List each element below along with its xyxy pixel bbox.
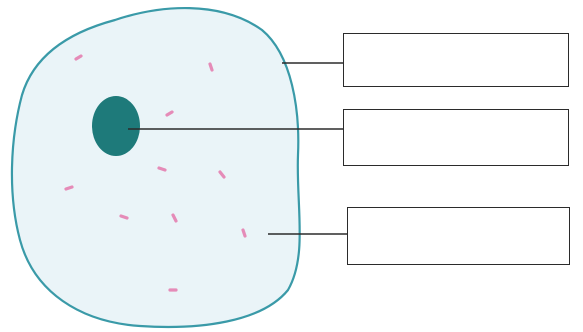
organelle (218, 170, 226, 179)
organelle (241, 228, 247, 238)
organelle (165, 110, 174, 117)
label-box-cytoplasm[interactable] (347, 207, 570, 265)
organelle (208, 62, 214, 72)
cell-membrane (10, 6, 301, 329)
organelle (119, 214, 129, 220)
organelles (64, 54, 247, 292)
organelle (64, 185, 74, 191)
organelle (157, 166, 167, 172)
label-box-membrane[interactable] (343, 33, 569, 87)
label-box-nucleus[interactable] (343, 109, 569, 166)
nucleus (92, 96, 140, 156)
leader-lines (128, 62, 347, 235)
organelle (74, 54, 83, 61)
organelle (171, 213, 178, 223)
